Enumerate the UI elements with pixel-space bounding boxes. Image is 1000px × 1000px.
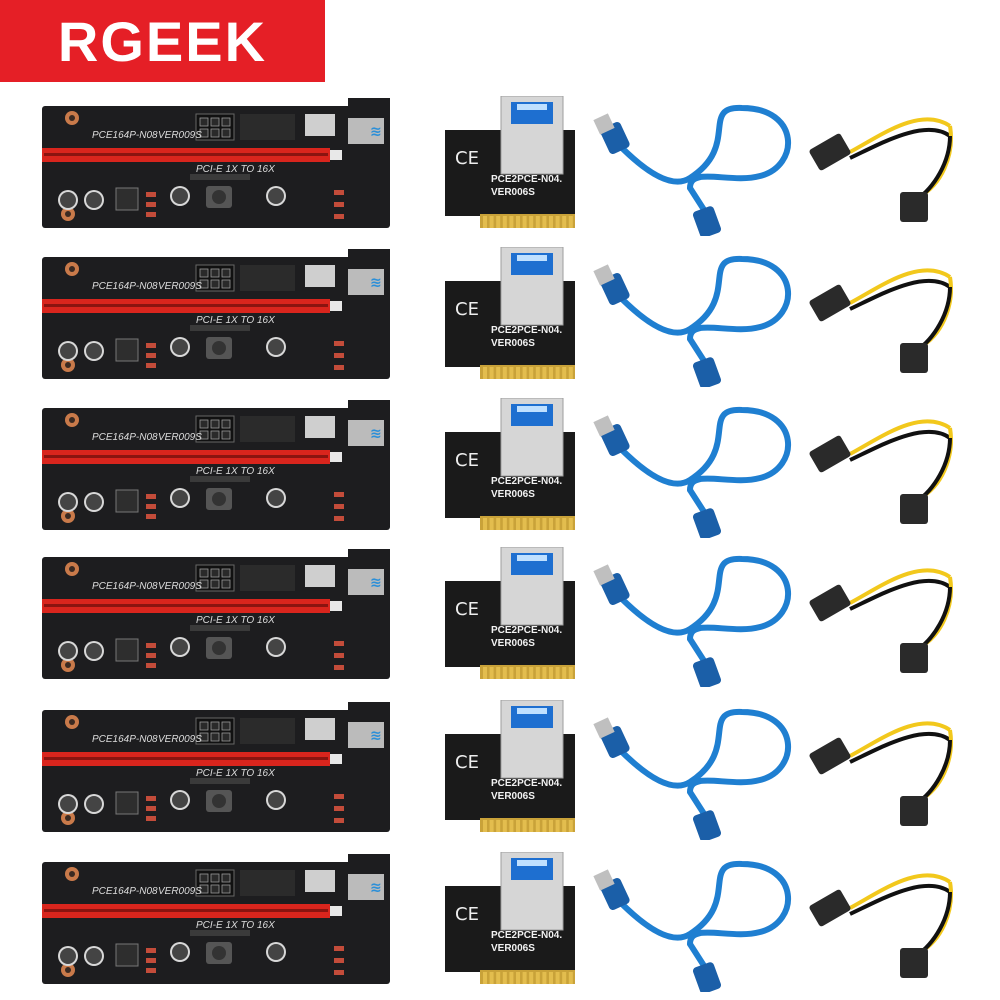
pcie-x1-adapter: CE bbox=[445, 247, 575, 379]
adapter-model-label: PCE2PCE-N04. bbox=[491, 476, 563, 487]
svg-text:≋: ≋ bbox=[370, 880, 382, 896]
svg-text:CE: CE bbox=[455, 148, 479, 169]
riser-model-label: PCE164P-N08 bbox=[92, 734, 158, 745]
svg-text:≋: ≋ bbox=[370, 728, 382, 744]
svg-text:CE: CE bbox=[455, 904, 479, 925]
product-row-illustration: ≋CE CE bbox=[42, 547, 953, 687]
usb-cable bbox=[593, 708, 792, 840]
usb-cable bbox=[593, 104, 792, 236]
riser-board: ≋CE bbox=[42, 702, 390, 832]
riser-board: ≋CE bbox=[42, 249, 390, 379]
riser-caption-label: PCI-E 1X TO 16X bbox=[196, 466, 275, 477]
pcie-x1-adapter: CE bbox=[445, 547, 575, 679]
svg-text:≋: ≋ bbox=[370, 124, 382, 140]
adapter-model-label: PCE2PCE-N04. bbox=[491, 930, 563, 941]
adapter-version-label: VER006S bbox=[491, 638, 535, 649]
adapter-model-label: PCE2PCE-N04. bbox=[491, 778, 563, 789]
adapter-model-label: PCE2PCE-N04. bbox=[491, 325, 563, 336]
pcie-x16-slot bbox=[42, 148, 342, 162]
riser-caption-label: PCI-E 1X TO 16X bbox=[196, 768, 275, 779]
svg-text:CE: CE bbox=[455, 599, 479, 620]
product-row-illustration: ≋CE CE bbox=[42, 247, 953, 387]
adapter-version-label: VER006S bbox=[491, 187, 535, 198]
pcie-x16-slot bbox=[42, 599, 342, 613]
riser-model-label: PCE164P-N08 bbox=[92, 432, 158, 443]
riser-model-label: PCE164P-N08 bbox=[92, 886, 158, 897]
sata-power-cable bbox=[809, 568, 953, 673]
riser-model-label: PCE164P-N08 bbox=[92, 581, 158, 592]
riser-caption-label: PCI-E 1X TO 16X bbox=[196, 315, 275, 326]
sata-power-cable bbox=[809, 873, 953, 978]
riser-version-label: VER009S bbox=[158, 886, 202, 897]
riser-caption-label: PCI-E 1X TO 16X bbox=[196, 920, 275, 931]
pcie-x1-adapter: CE bbox=[445, 398, 575, 530]
svg-text:≋: ≋ bbox=[370, 275, 382, 291]
sata-power-cable bbox=[809, 721, 953, 826]
pcie-x1-adapter: CE bbox=[445, 852, 575, 984]
pcie-x16-slot bbox=[42, 752, 342, 766]
pcie-x16-slot bbox=[42, 904, 342, 918]
pcie-x1-adapter: CE bbox=[445, 700, 575, 832]
riser-model-label: PCE164P-N08 bbox=[92, 281, 158, 292]
adapter-version-label: VER006S bbox=[491, 489, 535, 500]
product-row-illustration: ≋CE CE bbox=[42, 700, 953, 840]
riser-version-label: VER009S bbox=[158, 432, 202, 443]
riser-version-label: VER009S bbox=[158, 130, 202, 141]
adapter-version-label: VER006S bbox=[491, 338, 535, 349]
brand-logo: RGEEK bbox=[0, 0, 325, 82]
riser-board: ≋CE bbox=[42, 400, 390, 530]
svg-text:CE: CE bbox=[455, 752, 479, 773]
usb-cable bbox=[593, 406, 792, 538]
product-row-illustration: ≋CE CE bbox=[42, 96, 953, 236]
product-row-illustration: ≋CE CE bbox=[42, 398, 953, 538]
usb-cable bbox=[593, 555, 792, 687]
brand-logo-text: RGEEK bbox=[57, 9, 268, 73]
svg-text:≋: ≋ bbox=[370, 426, 382, 442]
svg-text:≋: ≋ bbox=[370, 575, 382, 591]
sata-power-cable bbox=[809, 268, 953, 373]
usb-cable bbox=[593, 860, 792, 992]
riser-caption-label: PCI-E 1X TO 16X bbox=[196, 615, 275, 626]
riser-board: ≋CE bbox=[42, 549, 390, 679]
svg-text:CE: CE bbox=[455, 299, 479, 320]
adapter-version-label: VER006S bbox=[491, 791, 535, 802]
riser-version-label: VER009S bbox=[158, 581, 202, 592]
sata-power-cable bbox=[809, 419, 953, 524]
adapter-model-label: PCE2PCE-N04. bbox=[491, 174, 563, 185]
adapter-version-label: VER006S bbox=[491, 943, 535, 954]
pcie-x1-adapter: CE bbox=[445, 96, 575, 228]
product-row-illustration: ≋CE CE bbox=[42, 852, 953, 992]
pcie-x16-slot bbox=[42, 299, 342, 313]
usb-cable bbox=[593, 255, 792, 387]
riser-caption-label: PCI-E 1X TO 16X bbox=[196, 164, 275, 175]
riser-board: ≋CE bbox=[42, 854, 390, 984]
sata-power-cable bbox=[809, 117, 953, 222]
riser-version-label: VER009S bbox=[158, 734, 202, 745]
pcie-x16-slot bbox=[42, 450, 342, 464]
riser-board: ≋CE bbox=[42, 98, 390, 228]
riser-version-label: VER009S bbox=[158, 281, 202, 292]
adapter-model-label: PCE2PCE-N04. bbox=[491, 625, 563, 636]
riser-model-label: PCE164P-N08 bbox=[92, 130, 158, 141]
svg-text:CE: CE bbox=[455, 450, 479, 471]
